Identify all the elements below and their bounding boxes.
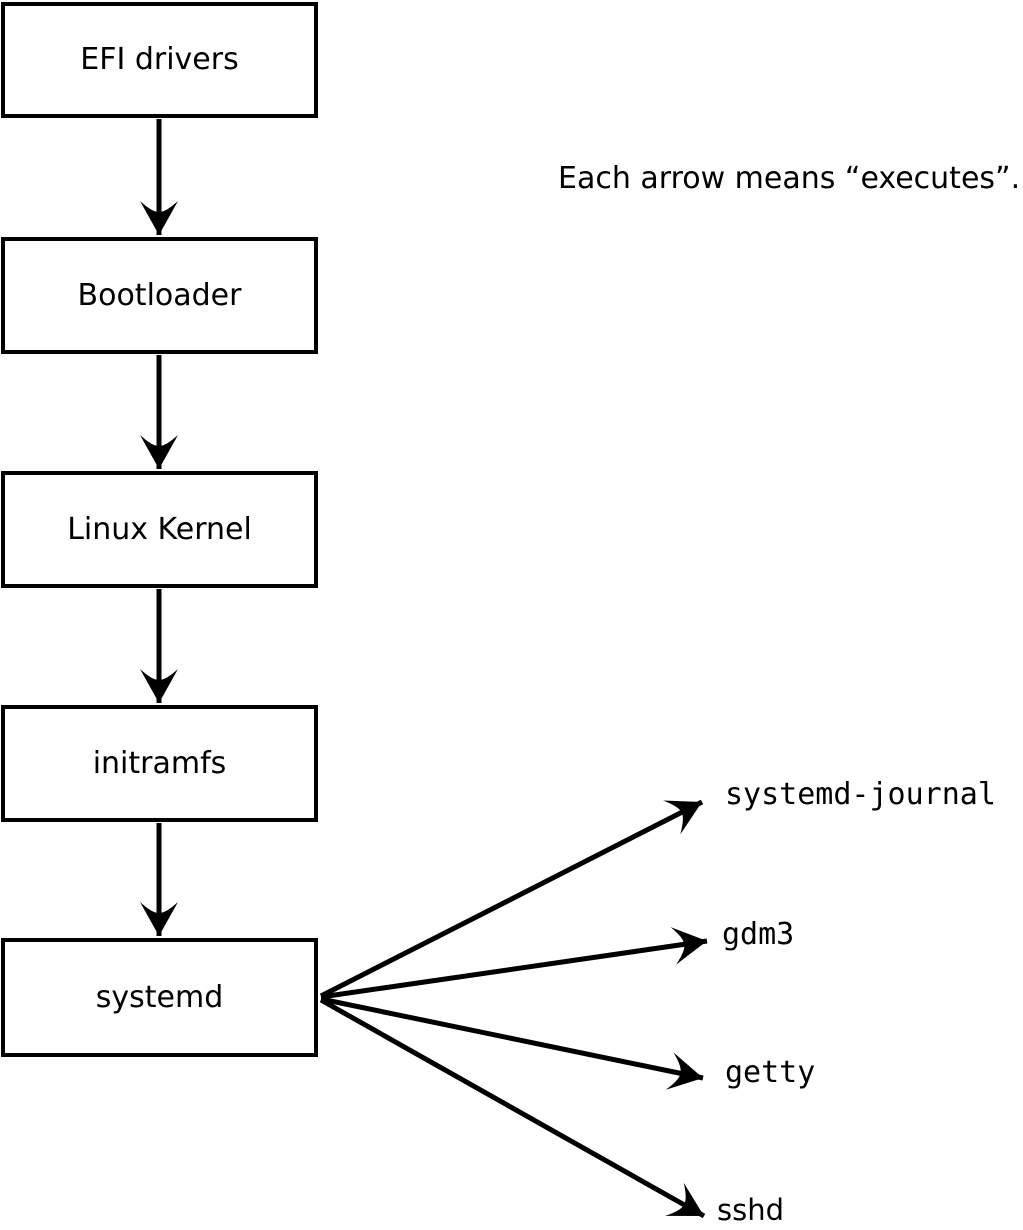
diagram-caption: Each arrow means “executes”. [558,161,1021,196]
arrow-systemd-to-journal [319,799,704,999]
arrow-systemd-to-gdm3 [320,927,708,1000]
node-efi-drivers-label: EFI drivers [80,42,239,77]
process-label-systemd-journal: systemd-journal [725,777,996,812]
node-systemd-label: systemd [95,979,224,1015]
process-label-getty: getty [725,1055,816,1090]
node-bootloader-label: Bootloader [77,277,242,313]
node-systemd: systemd [1,938,318,1057]
node-linux-kernel-label: Linux Kernel [67,511,252,547]
node-initramfs-label: initramfs [92,745,227,781]
process-label-gdm3: gdm3 [722,917,795,952]
node-bootloader: Bootloader [1,237,318,354]
process-label-sshd: sshd [717,1193,785,1227]
node-initramfs: initramfs [1,705,318,822]
node-efi-drivers: EFI drivers [1,2,318,118]
arrow-systemd-to-getty [320,996,704,1090]
node-linux-kernel: Linux Kernel [1,471,318,588]
arrow-systemd-to-sshd [319,997,706,1219]
